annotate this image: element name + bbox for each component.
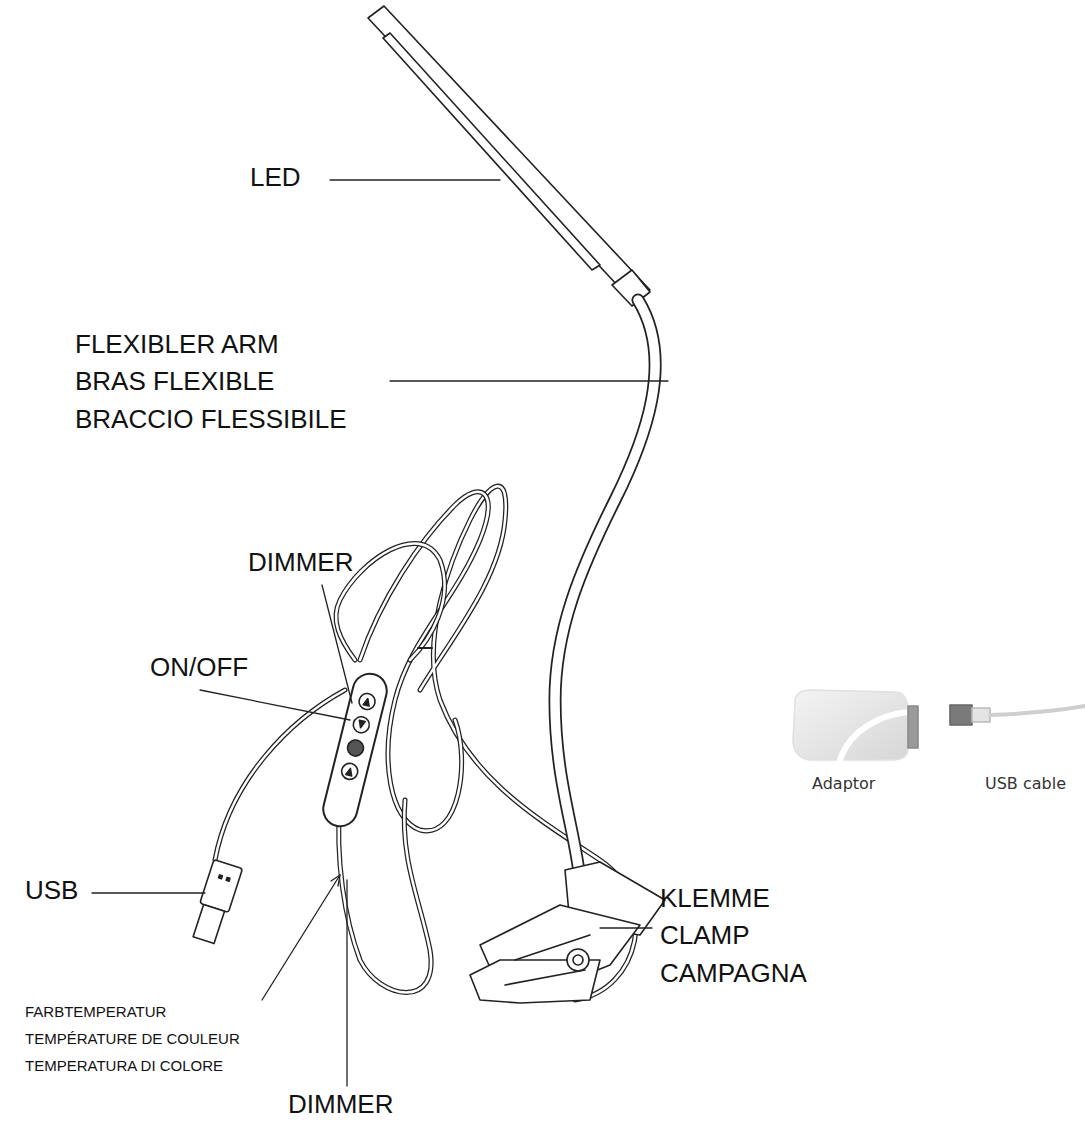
part-label: KLEMME [660,884,770,914]
usb-cable [950,705,1085,725]
part-label: TEMPERATURA DI COLORE [25,1057,223,1074]
part-label: CAMPAGNA [660,959,807,989]
item-caption: Adaptor [812,775,875,793]
leader-lines [92,180,668,1086]
item-caption: USB cable [985,775,1066,793]
part-label: CLAMP [660,921,750,951]
flexible-arm [555,300,655,880]
part-label: FARBTEMPERATUR [25,1003,166,1020]
controller [320,670,391,830]
part-label: DIMMER [248,548,353,578]
usb-plug [189,859,242,944]
adaptor [793,690,918,760]
part-label: USB [25,876,78,906]
part-label: BRACCIO FLESSIBILE [75,405,347,435]
part-label: DIMMER [288,1090,393,1120]
part-label: ON/OFF [150,653,248,683]
part-label: FLEXIBLER ARM [75,330,279,360]
part-label: TEMPÉRATURE DE COULEUR [25,1030,240,1047]
part-label: LED [250,163,301,193]
clamp [470,862,665,1003]
part-label: BRAS FLEXIBLE [75,367,274,397]
led-head [368,6,650,306]
